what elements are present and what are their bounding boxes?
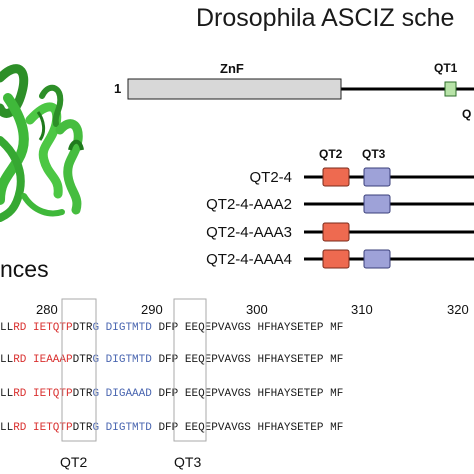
sequence-segment: RD IEAAAP	[13, 354, 73, 366]
qt3-motif-box	[363, 249, 391, 269]
construct-name: QT2-4-AAA4	[206, 251, 292, 268]
znf-label: ZnF	[220, 61, 244, 76]
sequence-segment: DFP EEQEPVAVGS HFHAYSETEP MF	[152, 388, 343, 400]
sequence-segment: DFP EEQEPVAVGS HFHAYSETEP MF	[152, 322, 343, 334]
qt1-motif-box	[444, 81, 457, 97]
construct-schema: QT2 QT3 QT2-4QT2-4-AAA2QT2-4-AAA3QT2-4-A…	[206, 147, 474, 269]
construct-name: QT2-4-AAA3	[206, 224, 292, 241]
construct-row: QT2-4-AAA3	[206, 222, 474, 242]
construct-row: QT2-4-AAA4	[206, 249, 474, 269]
sequence-segment: DTR	[73, 422, 93, 434]
sequence-segment: G DIGTMTD	[92, 354, 152, 366]
sequence-segment: DTR	[73, 322, 93, 334]
construct-row: QT2-4-AAA2	[206, 194, 474, 214]
qt2-motif-box	[322, 222, 350, 242]
alignment-position-label: 280	[36, 302, 58, 317]
sequence-segment: G DIGTMTD	[92, 422, 152, 434]
qt2-motif-box	[322, 167, 350, 187]
sequence-segment: RD IETQTP	[13, 422, 73, 434]
qt2-motif-box	[322, 249, 350, 269]
qt3-header-label: QT3	[362, 147, 386, 161]
sequence-alignment: 280 290 300 310 320 LLRD IETQTPDTRG DIGTMTD …	[0, 298, 469, 470]
qt2-header-label: QT2	[319, 147, 343, 161]
alignment-sequence-row: LLRD IETQTPDTRG DIGAAAD DFP EEQEPVAVGS H…	[0, 388, 343, 400]
residue-start-label: 1	[114, 81, 121, 96]
qt1-partial-label: Q	[462, 107, 471, 121]
sequence-segment: G DIGTMTD	[92, 322, 152, 334]
construct-name: QT2-4	[249, 169, 292, 186]
construct-name: QT2-4-AAA2	[206, 196, 292, 213]
alignment-position-label: 290	[141, 302, 163, 317]
sequence-segment: LL	[0, 322, 13, 334]
sequence-segment: G DIGAAAD	[92, 388, 152, 400]
qt2-alignment-box	[61, 298, 97, 442]
alignment-position-label: 310	[351, 302, 373, 317]
alignment-position-label: 320	[447, 302, 469, 317]
alignment-sequence-row: LLRD IETQTPDTRG DIGTMTD DFP EEQEPVAVGS H…	[0, 422, 343, 434]
alignment-position-label: 300	[246, 302, 268, 317]
sequences-section-label: nces	[0, 256, 49, 282]
qt3-alignment-box	[173, 298, 207, 442]
qt3-motif-box	[363, 194, 391, 214]
qt2-alignment-label: QT2	[60, 454, 87, 470]
alignment-sequence-row: LLRD IETQTPDTRG DIGTMTD DFP EEQEPVAVGS H…	[0, 322, 343, 334]
znf-domain-box	[127, 78, 342, 100]
construct-row: QT2-4	[249, 167, 474, 187]
figure-title: Drosophila ASCIZ sche	[196, 4, 454, 32]
alignment-sequence-row: LLRD IEAAAPDTRG DIGTMTD DFP EEQEPVAVGS H…	[0, 354, 343, 366]
protein-structure-image	[0, 64, 84, 222]
sequence-segment: DTR	[73, 354, 93, 366]
qt1-label: QT1	[434, 61, 458, 75]
sequence-segment: RD IETQTP	[13, 388, 73, 400]
sequence-segment: DFP EEQEPVAVGS HFHAYSETEP MF	[152, 422, 343, 434]
sequence-segment: DTR	[73, 388, 93, 400]
qt3-alignment-label: QT3	[174, 454, 201, 470]
sequence-segment: DFP EEQEPVAVGS HFHAYSETEP MF	[152, 354, 343, 366]
sequence-segment: LL	[0, 422, 13, 434]
sequence-segment: LL	[0, 354, 13, 366]
qt3-motif-box	[363, 167, 391, 187]
sequence-segment: LL	[0, 388, 13, 400]
asciz-domain-schema: 1 ZnF QT1 Q	[114, 61, 474, 121]
sequence-segment: RD IETQTP	[13, 322, 73, 334]
